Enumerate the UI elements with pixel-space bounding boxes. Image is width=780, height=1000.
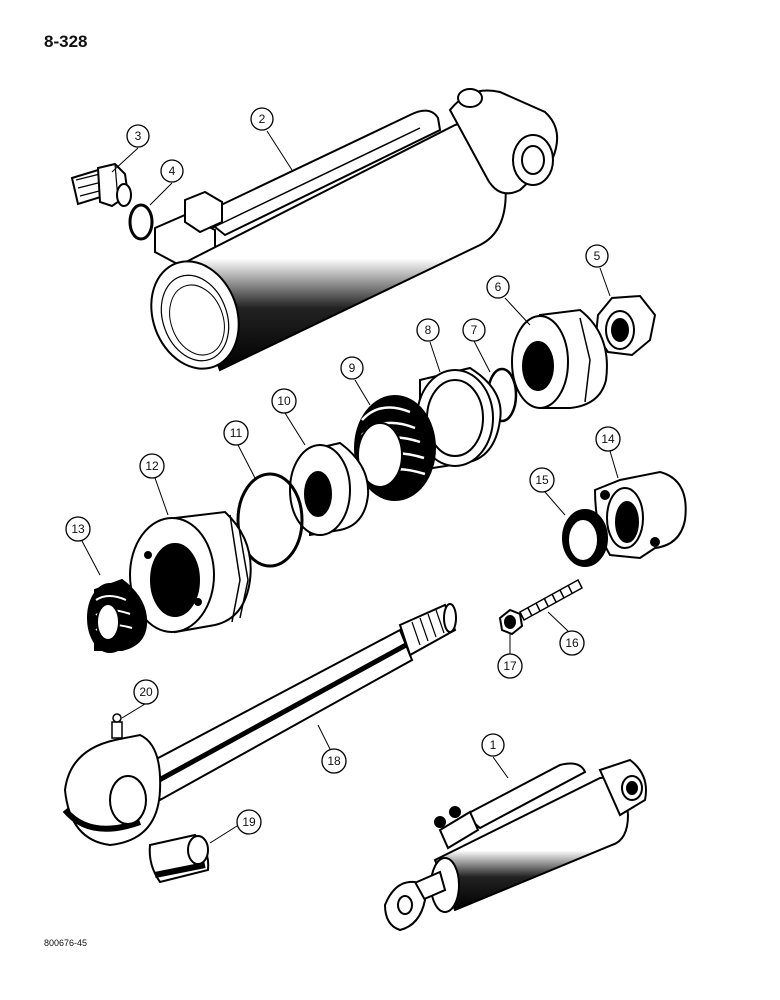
callout-11-label: 11: [230, 426, 243, 440]
elbow-fitting-part-3: [70, 162, 132, 208]
bolt-part-16: [519, 578, 583, 622]
flange-part-14: [593, 470, 687, 560]
callout-20: 20: [133, 679, 159, 705]
callout-10: 10: [271, 388, 297, 414]
callout-6-label: 6: [495, 280, 502, 294]
reference-code: 800676-45: [44, 938, 88, 948]
o-ring-part-11: [236, 472, 304, 568]
callout-5: 5: [585, 244, 609, 268]
callout-10-label: 10: [277, 394, 291, 408]
callout-15-label: 15: [535, 473, 549, 487]
callout-18: 18: [321, 748, 347, 774]
callout-3: 3: [126, 124, 150, 148]
callout-16: 16: [559, 630, 585, 656]
seal-part-9: [354, 395, 436, 501]
callout-7: 7: [462, 318, 486, 342]
callout-12: 12: [139, 453, 165, 479]
callout-4-label: 4: [169, 164, 176, 178]
callout-4: 4: [160, 159, 184, 183]
leader-lines: [81, 130, 619, 844]
washer-part-10: [289, 441, 370, 537]
callout-1-label: 1: [490, 738, 497, 752]
callout-7-label: 7: [471, 323, 478, 337]
page-number: 8-328: [44, 32, 88, 51]
piston-part-6: [511, 308, 608, 409]
callout-13-label: 13: [71, 522, 85, 536]
piston-rod-part-18: [62, 603, 457, 847]
o-ring-part-4: [128, 203, 154, 241]
ring-part-8: [416, 366, 502, 472]
callout-17: 17: [497, 653, 523, 679]
callout-1: 1: [481, 733, 505, 757]
callout-11: 11: [223, 420, 249, 446]
callout-19: 19: [236, 809, 262, 835]
callout-6: 6: [486, 275, 510, 299]
callout-18-label: 18: [327, 754, 341, 768]
nut-part-17: [498, 608, 524, 636]
seal-ring-part-15: [562, 509, 608, 567]
callout-5-label: 5: [594, 249, 601, 263]
callout-3-label: 3: [135, 129, 142, 143]
callout-8: 8: [416, 318, 440, 342]
callout-19-label: 19: [242, 815, 256, 829]
bushing-part-19: [148, 833, 210, 884]
callout-12-label: 12: [145, 459, 159, 473]
callouts: 1 2 3 4 5 6 7 8 9 10 11 12 13 14 15 16 1…: [65, 107, 621, 835]
callout-17-label: 17: [503, 659, 517, 673]
callout-20-label: 20: [139, 685, 153, 699]
callout-8-label: 8: [425, 323, 432, 337]
callout-2-label: 2: [259, 112, 266, 126]
callout-14: 14: [595, 426, 621, 452]
cylinder-barrel-part-2: [150, 88, 559, 372]
callout-16-label: 16: [565, 636, 579, 650]
callout-13: 13: [65, 516, 91, 542]
callout-2: 2: [250, 107, 274, 131]
rod-seal-part-13: [87, 578, 148, 653]
callout-9-label: 9: [349, 361, 356, 375]
callout-9: 9: [340, 356, 364, 380]
gland-part-12: [129, 510, 252, 634]
callout-15: 15: [529, 467, 555, 493]
callout-14-label: 14: [601, 432, 615, 446]
assembled-cylinder-part-1: [383, 758, 647, 932]
grease-fitting-part-20: [111, 713, 123, 739]
